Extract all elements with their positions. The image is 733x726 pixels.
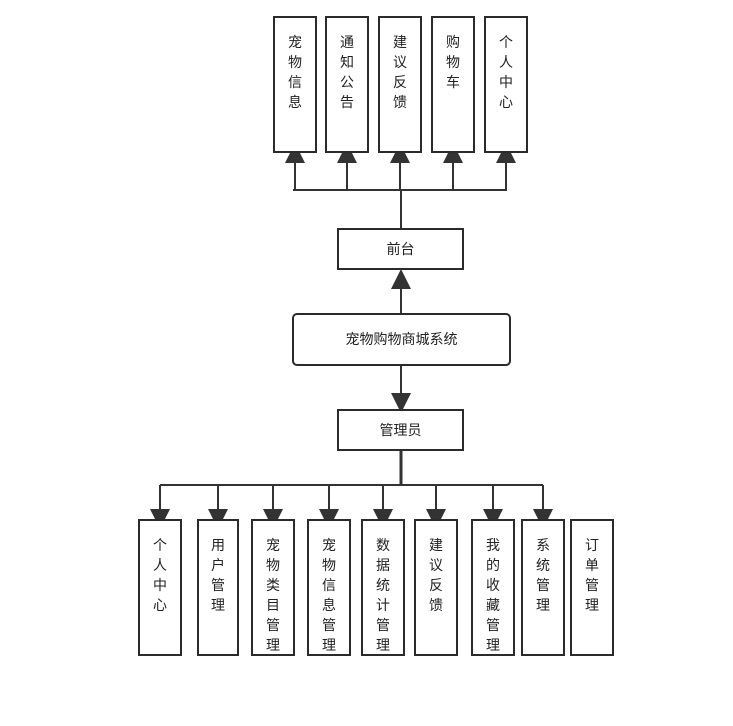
- frontend-module-label-4: 购物车: [446, 35, 460, 91]
- frontend-modules: 宠物信息 通知公告 建议反馈 购物车 个人中心: [273, 16, 528, 153]
- frontend-label: 前台: [387, 241, 415, 258]
- admin-branches: [150, 485, 553, 529]
- admin-module-label-6: 建议反馈: [429, 538, 443, 614]
- admin-module-7: 我的收藏管理: [471, 519, 515, 656]
- admin-module-5: 数据统计管理: [361, 519, 405, 656]
- admin-module-8: 系统管理: [521, 519, 565, 656]
- admin-module-label-3: 宠物类目管理: [266, 538, 280, 654]
- frontend-module-label-1: 宠物信息: [288, 35, 302, 111]
- admin-module-label-5: 数据统计管理: [376, 538, 390, 654]
- admin-label: 管理员: [380, 423, 422, 439]
- system-node: 宠物购物商城系统: [292, 313, 511, 366]
- admin-node: 管理员: [337, 409, 464, 451]
- frontend-module-5: 个人中心: [484, 16, 528, 153]
- frontend-module-4: 购物车: [431, 16, 475, 153]
- frontend-module-label-2: 通知公告: [340, 35, 354, 111]
- frontend-branches: [285, 143, 516, 190]
- frontend-module-2: 通知公告: [325, 16, 369, 153]
- admin-module-2: 用户管理: [197, 519, 239, 656]
- frontend-node: 前台: [337, 228, 464, 270]
- frontend-module-label-3: 建议反馈: [393, 35, 407, 111]
- admin-module-6: 建议反馈: [414, 519, 458, 656]
- system-label: 宠物购物商城系统: [346, 332, 458, 348]
- admin-module-4: 宠物信息管理: [307, 519, 351, 656]
- frontend-module-1: 宠物信息: [273, 16, 317, 153]
- admin-module-1: 个人中心: [138, 519, 182, 656]
- admin-module-9: 订单管理: [570, 519, 614, 656]
- frontend-module-label-5: 个人中心: [499, 35, 513, 111]
- frontend-module-3: 建议反馈: [378, 16, 422, 153]
- admin-module-label-4: 宠物信息管理: [322, 538, 336, 654]
- admin-module-label-9: 订单管理: [585, 538, 599, 614]
- admin-module-label-1: 个人中心: [153, 538, 167, 614]
- admin-modules: 个人中心 用户管理 宠物类目管理 宠物信息管理 数据统计管理 建议反馈 我的收藏管理 系统管理…: [138, 519, 614, 656]
- admin-module-label-8: 系统管理: [536, 538, 550, 614]
- admin-module-3: 宠物类目管理: [251, 519, 295, 656]
- connectors: [150, 143, 553, 529]
- admin-module-label-2: 用户管理: [211, 538, 225, 614]
- admin-module-label-7: 我的收藏管理: [486, 538, 500, 654]
